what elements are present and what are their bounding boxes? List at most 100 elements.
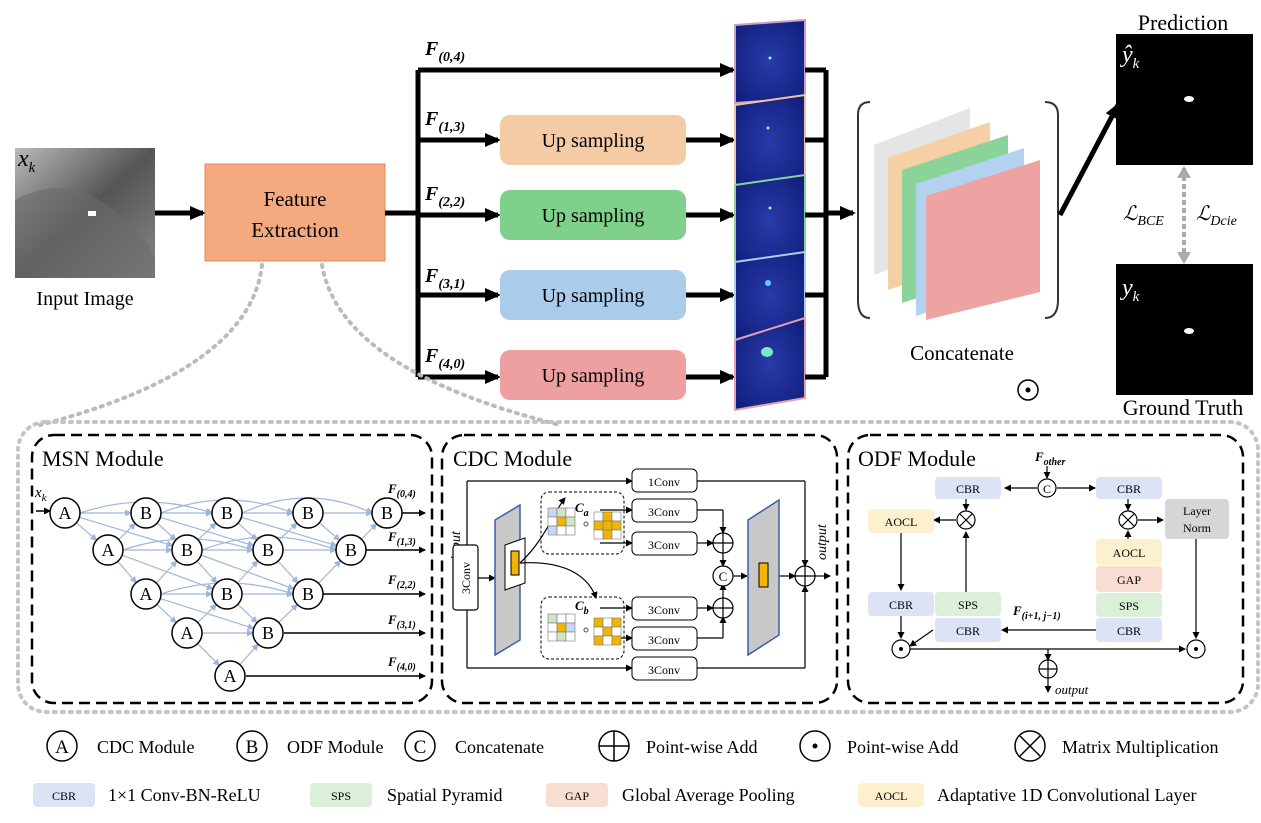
legend-a-icon	[46, 730, 78, 762]
legend-aocl-swatch	[858, 783, 924, 807]
odf-module-frame	[846, 433, 1245, 705]
msn-node-label: B	[345, 540, 357, 560]
odf-sps-1: SPS	[958, 598, 978, 612]
input-image-label: Input Image	[36, 288, 133, 310]
msn-node-b	[292, 497, 324, 529]
msn-edge	[196, 560, 218, 584]
msn-out-label-3: F(3,1)	[387, 612, 416, 631]
loss-arrow-down	[1177, 252, 1191, 264]
msn-edge	[197, 643, 221, 667]
msn-node-label: A	[140, 584, 153, 604]
msn-edge	[75, 522, 98, 541]
legend-cbr-label: 1×1 Conv-BN-ReLU	[108, 785, 261, 805]
odf-dot-left	[899, 647, 903, 651]
msn-node-a	[92, 534, 124, 566]
kernel-cell	[611, 511, 622, 522]
upsampling-label-2: Up sampling	[542, 205, 645, 227]
loss-dice: ℒDcie	[1196, 203, 1237, 229]
kernel-cell	[602, 635, 613, 646]
feature-trunk	[385, 70, 421, 377]
kernel-cell	[611, 529, 622, 540]
legend-cbr-swatch	[33, 783, 95, 807]
feature-label-1: F(1,3)	[424, 108, 465, 135]
msn-edge	[318, 522, 341, 541]
legend-aocl-label: Adaptative 1D Convolutional Layer	[937, 785, 1196, 805]
feature-label-4: F(4,0)	[424, 345, 465, 372]
legend-sps-label: Spatial Pyramid	[387, 785, 503, 805]
cdc-ops	[712, 532, 816, 619]
cdc-1conv-label: 1Conv	[648, 475, 680, 489]
concat-label: Concatenate	[910, 341, 1014, 365]
cdc-3conv-label-4: 3Conv	[648, 633, 680, 647]
msn-edge	[237, 603, 258, 624]
msn-node-label: B	[262, 540, 274, 560]
odf-cbr-2: CBR	[1117, 482, 1141, 496]
cdc-3conv-label-5: 3Conv	[648, 663, 680, 677]
cdc-cb-label: Cb	[575, 598, 589, 617]
kernel-cell	[565, 631, 576, 642]
kernel-cell	[602, 529, 613, 540]
msn-node-label: B	[221, 503, 233, 523]
legend-times-label: Matrix Multiplication	[1062, 737, 1218, 757]
kernel-cell	[602, 520, 613, 531]
kernel-cell	[565, 525, 576, 536]
msn-edge	[278, 522, 298, 541]
cdc-ca-kernel	[547, 507, 622, 540]
odf-aocl-2: AOCL	[1113, 546, 1146, 560]
msn-edge	[156, 522, 177, 541]
prediction-arrow	[1057, 102, 1121, 217]
legend-b-icon	[236, 730, 268, 762]
msn-edge	[277, 560, 299, 584]
legend-gap-label: Global Average Pooling	[622, 785, 795, 805]
odf-lines	[897, 466, 1200, 693]
cdc-input-conv-label: 3Conv	[459, 562, 473, 594]
msn-node-b	[292, 578, 324, 610]
ground-truth-var: yk	[1120, 275, 1140, 305]
odf-layernorm-2: Norm	[1183, 521, 1212, 535]
odf-cbr-3: CBR	[889, 598, 913, 612]
kernel-cell	[547, 516, 558, 527]
cdc-concat-symbol: C	[719, 569, 728, 584]
kernel-cell	[611, 635, 622, 646]
msn-node-a	[171, 617, 203, 649]
legend-plus-icon	[598, 730, 630, 762]
kernel-cell	[593, 626, 604, 637]
msn-node-a	[130, 578, 162, 610]
legend-gap-swatch	[546, 783, 608, 807]
legend-c-label: Concatenate	[455, 737, 544, 757]
kernel-cell	[593, 617, 604, 628]
msn-node-label: A	[59, 503, 72, 523]
feature-extraction-box	[204, 163, 386, 262]
kernel-cell	[565, 622, 576, 633]
concat-stack	[857, 101, 1059, 320]
odf-aocl-1: AOCL	[885, 515, 918, 529]
cdc-3conv-label-2: 3Conv	[648, 538, 680, 552]
legend-times-icon	[1014, 730, 1046, 762]
kernel-cell	[611, 626, 622, 637]
msn-node-b	[371, 497, 403, 529]
input-image	[15, 148, 155, 278]
ground-truth-title: Ground Truth	[1123, 395, 1243, 420]
msn-edge	[155, 560, 178, 584]
msn-node-b	[130, 497, 162, 529]
msn-node-label: A	[224, 666, 237, 686]
msn-out-label-0: F(0,4)	[387, 481, 416, 500]
msn-node-label: B	[181, 540, 193, 560]
kernel-cell	[556, 507, 567, 518]
odf-cbr-5: CBR	[1117, 624, 1141, 638]
odf-dot-right	[1194, 647, 1198, 651]
msn-node-label: B	[262, 623, 274, 643]
legend-cbr-tag: CBR	[52, 789, 76, 803]
msn-module-frame	[30, 433, 434, 705]
odf-blocks	[868, 477, 1229, 642]
legend-dot-label: Point-wise Add	[847, 737, 959, 757]
kernel-cell	[547, 631, 558, 642]
kernel-cell	[556, 631, 567, 642]
kernel-cell	[565, 516, 576, 527]
odf-cbr-4: CBR	[956, 624, 980, 638]
msn-node-label: B	[221, 584, 233, 604]
upsampling-label-4: Up sampling	[542, 365, 645, 387]
msn-edge	[318, 560, 342, 584]
msn-out-label-4: F(4,0)	[387, 654, 416, 673]
